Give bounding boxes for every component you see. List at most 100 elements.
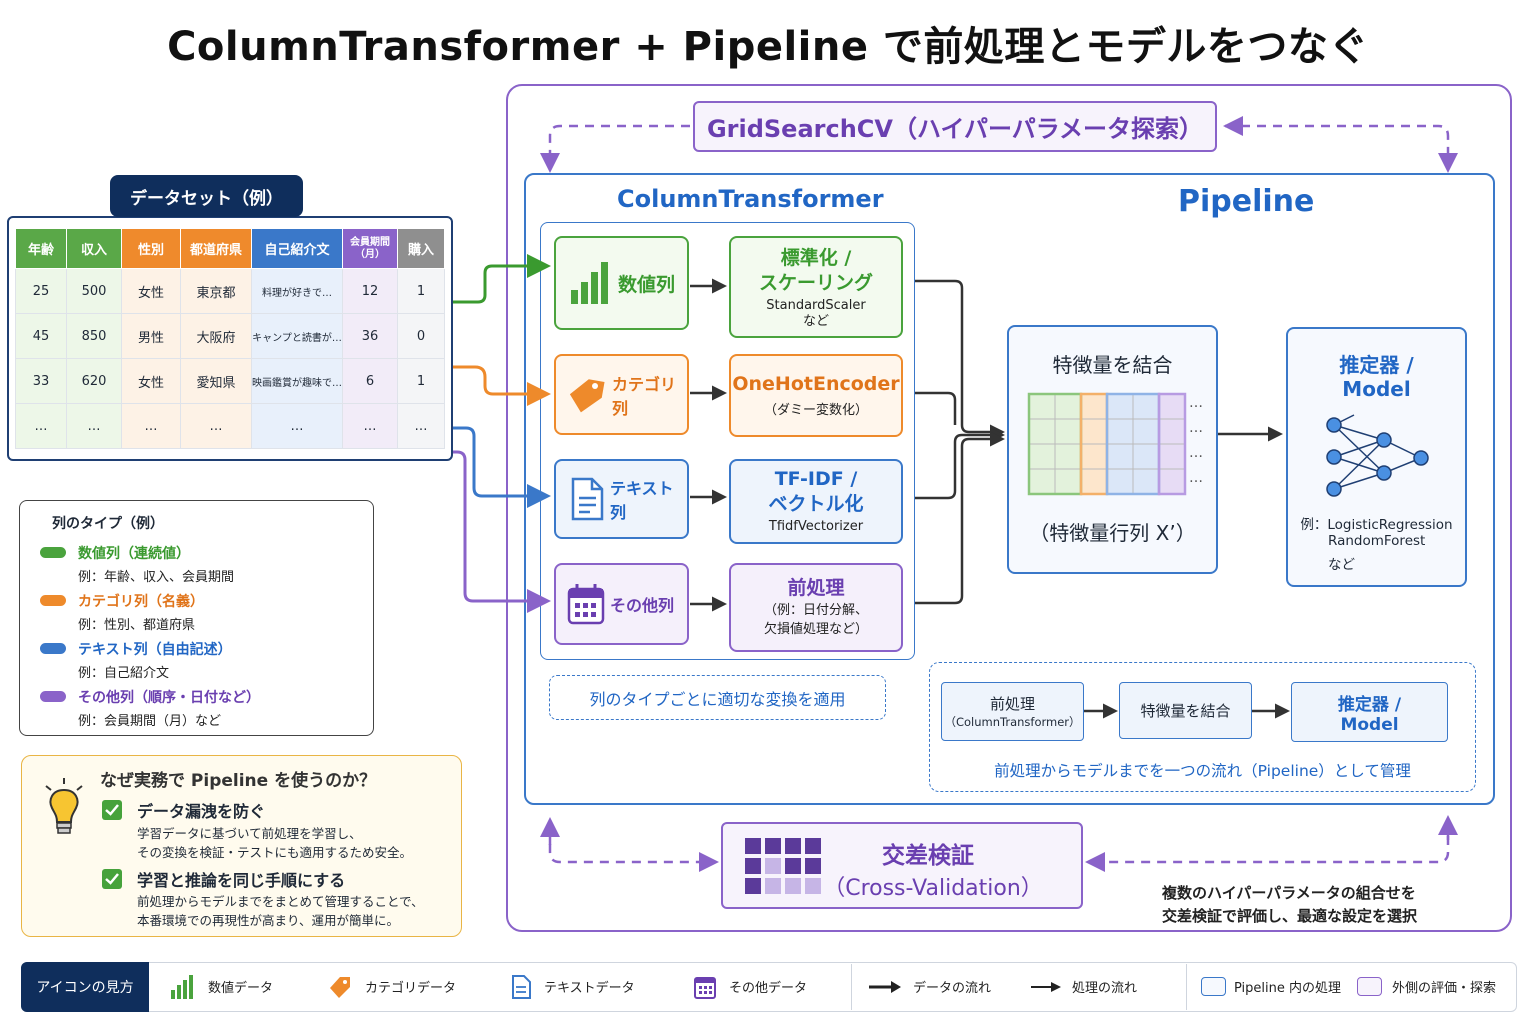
table-cell: … xyxy=(180,403,252,449)
table-cell: … xyxy=(342,403,398,449)
legend-example: 例：年齢、収入、会員期間 xyxy=(78,570,235,585)
table-cell: 6 xyxy=(342,358,398,404)
document-icon xyxy=(571,477,604,521)
tfidf-title: ベクトル化 xyxy=(768,493,864,515)
onehot-box: OneHotEncoder （ダミー変数化） xyxy=(729,354,903,437)
table-row: 33 620 女性 愛知県 映画鑑賞が趣味で… 6 1 xyxy=(15,358,445,404)
cv-title: （Cross-Validation） xyxy=(823,876,1043,901)
numeric-columns-box: 数値列 xyxy=(554,236,689,330)
legend-example: 例：自己紹介文 xyxy=(78,666,170,681)
table-header: 収入 xyxy=(66,228,122,269)
estimator-title: 推定器 / xyxy=(1339,353,1414,377)
why-point-line: 前処理からモデルまでをまとめて管理することで、 xyxy=(137,894,424,909)
pipeline-swatch-icon xyxy=(1201,977,1226,996)
onehot-title: OneHotEncoder xyxy=(732,372,900,395)
legend-divider xyxy=(851,964,852,1010)
feature-matrix-icon xyxy=(1027,392,1187,496)
flow-step-label: 前処理 xyxy=(989,695,1035,713)
estimator-title: Model xyxy=(1342,377,1411,401)
other-preprocess-sub: 欠損値処理など） xyxy=(763,622,868,637)
flow-step-label: Model xyxy=(1340,714,1399,735)
icon-legend-item: テキストデータ xyxy=(544,981,635,996)
estimator-box: 推定器 / Model 例：LogisticRegression RandomF… xyxy=(1286,327,1467,587)
matrix-ellipsis: … xyxy=(1189,470,1203,486)
other-columns-label: その他列 xyxy=(610,596,675,615)
table-cell: 500 xyxy=(66,268,122,314)
cv-note: 複数のハイパーパラメータの組合せを xyxy=(1162,884,1416,902)
dataset-table: 年齢 収入 性別 都道府県 自己紹介文 会員期間 （月） 購入 25 500 女… xyxy=(15,228,445,449)
why-point-line: 本番環境での再現性が高まり、運用が簡単に。 xyxy=(137,913,400,928)
text-columns-label: テキスト列 xyxy=(610,479,674,522)
flow-step-model: 推定器 / Model xyxy=(1291,682,1448,742)
scaling-box: 標準化 / スケーリング StandardScaler など xyxy=(729,236,903,338)
table-header: 会員期間 （月） xyxy=(342,228,398,269)
onehot-sub: （ダミー変数化） xyxy=(763,402,868,418)
why-pipeline-panel: なぜ実務で Pipeline を使うのか？ データ漏洩を防ぐ 学習データに基づい… xyxy=(21,755,462,937)
bar-chart-icon xyxy=(171,975,193,999)
table-header: 年齢 xyxy=(15,228,67,269)
scaling-title: 標準化 / xyxy=(780,246,852,269)
icon-legend-item: Pipeline 内の処理 xyxy=(1234,981,1342,996)
table-cell: 女性 xyxy=(121,268,181,314)
flow-step-combine: 特徴量を結合 xyxy=(1119,682,1252,739)
category-columns-label: カテゴリ列 xyxy=(612,374,677,418)
numeric-columns-label: 数値列 xyxy=(618,273,676,296)
table-cell: 東京都 xyxy=(180,268,252,314)
cv-title: 交差検証 xyxy=(882,843,974,869)
table-row: … … … … … … … xyxy=(15,403,445,449)
table-cell: … xyxy=(66,403,122,449)
text-columns-box: テキスト列 xyxy=(554,459,689,539)
neural-network-icon xyxy=(1326,414,1429,497)
flow-step-label: 推定器 / xyxy=(1337,694,1402,715)
icon-legend-item: データの流れ xyxy=(913,981,992,996)
tfidf-box: TF-IDF / ベクトル化 TfidfVectorizer xyxy=(729,459,903,544)
icon-legend-item: その他データ xyxy=(729,981,808,996)
table-cell: 850 xyxy=(66,313,122,359)
cross-validation-box: 交差検証 （Cross-Validation） xyxy=(721,822,1083,909)
lightbulb-icon xyxy=(45,778,83,834)
ct-note: 列のタイプごとに適切な変換を適用 xyxy=(549,675,886,720)
matrix-ellipsis: … xyxy=(1189,395,1203,411)
cv-note: 交差検証で評価し、最適な設定を選択 xyxy=(1162,907,1418,925)
table-header: 自己紹介文 xyxy=(251,228,343,269)
estimator-example: など xyxy=(1328,557,1355,573)
outer-swatch-icon xyxy=(1357,977,1382,996)
scaling-title: スケーリング xyxy=(758,271,873,294)
icon-legend-label: アイコンの見方 xyxy=(21,962,149,1012)
feature-matrix-caption: （特徴量行列 X’） xyxy=(1029,521,1196,545)
document-icon xyxy=(512,975,531,999)
why-title: なぜ実務で Pipeline を使うのか？ xyxy=(100,771,377,791)
legend-example: 例：性別、都道府県 xyxy=(78,618,196,633)
legend-swatch xyxy=(40,643,66,654)
table-cell: 12 xyxy=(342,268,398,314)
table-row: 25 500 女性 東京都 料理が好きで… 12 1 xyxy=(15,268,445,314)
matrix-ellipsis: … xyxy=(1189,420,1203,436)
legend-name: 数値列（連続値） xyxy=(78,546,190,562)
column-transformer-label: ColumnTransformer xyxy=(617,185,884,213)
table-cell: 33 xyxy=(15,358,67,404)
table-cell: … xyxy=(15,403,67,449)
icon-legend-item: 処理の流れ xyxy=(1072,981,1138,996)
table-header: 都道府県 xyxy=(180,228,252,269)
legend-title: 列のタイプ（例） xyxy=(52,516,164,532)
flow-step-preprocess: 前処理 （ColumnTransformer） xyxy=(941,682,1084,741)
table-row: 45 850 男性 大阪府 キャンプと読書が… 36 0 xyxy=(15,313,445,359)
column-types-legend: 列のタイプ（例） 数値列（連続値） 例：年齢、収入、会員期間 カテゴリ列（名義）… xyxy=(19,500,374,736)
table-cell: … xyxy=(121,403,181,449)
tag-icon xyxy=(569,378,605,412)
why-point-head: 学習と推論を同じ手順にする xyxy=(137,871,346,890)
table-cell: キャンプと読書が… xyxy=(251,313,343,359)
table-cell: 映画鑑賞が趣味で… xyxy=(251,358,343,404)
checkbox-icon xyxy=(102,800,122,820)
table-cell: … xyxy=(251,403,343,449)
legend-divider xyxy=(1186,964,1187,1010)
table-cell: 0 xyxy=(397,313,445,359)
icon-legend-item: 外側の評価・探索 xyxy=(1392,981,1497,996)
table-header: 性別 xyxy=(121,228,181,269)
table-cell: 料理が好きで… xyxy=(251,268,343,314)
scaling-sub: StandardScaler xyxy=(766,297,866,313)
estimator-example: 例：LogisticRegression xyxy=(1300,517,1453,533)
legend-name: その他列（順序・日付など） xyxy=(78,690,260,706)
other-preprocess-sub: （例：日付分解、 xyxy=(763,603,868,618)
tfidf-title: TF-IDF / xyxy=(774,468,858,490)
